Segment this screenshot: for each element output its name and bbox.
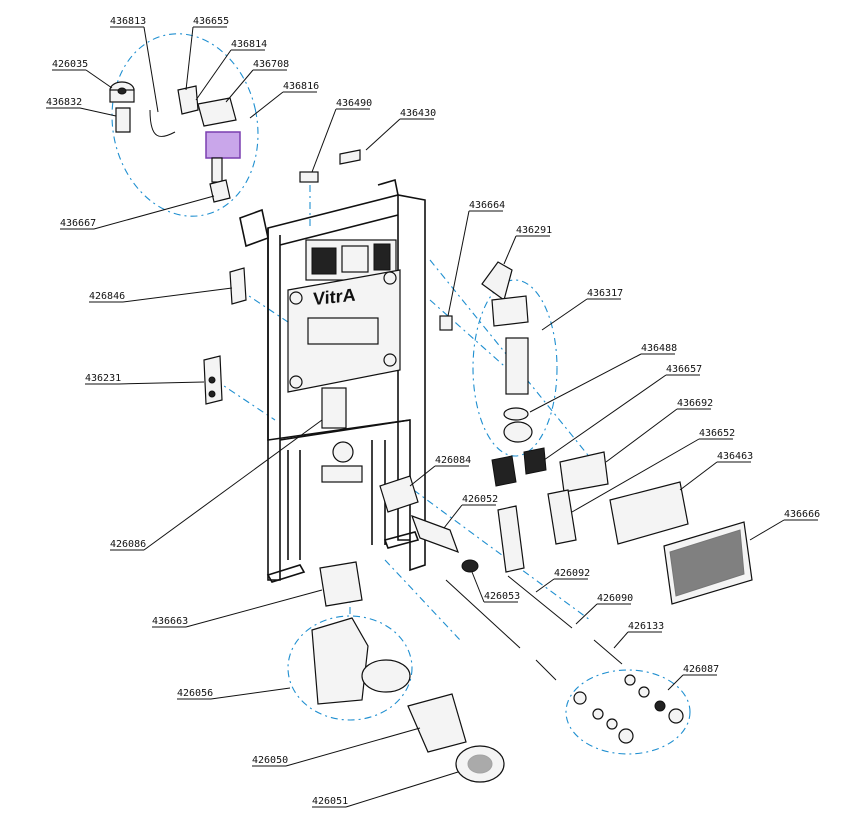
label-436816: 436816	[283, 81, 319, 92]
side-fittings	[203, 267, 247, 405]
label-426846: 426846	[89, 291, 125, 302]
part-labels: 436813 436655 436814 426035 436708 43683…	[46, 16, 820, 808]
label-436291: 436291	[516, 225, 552, 236]
label-426092: 426092	[554, 568, 590, 579]
label-436664: 436664	[469, 200, 505, 211]
label-436463: 436463	[717, 451, 753, 462]
label-436666: 436666	[784, 509, 820, 520]
label-426086: 426086	[110, 539, 146, 550]
label-436832: 436832	[46, 97, 82, 108]
label-436814: 436814	[231, 39, 267, 50]
label-436663: 436663	[152, 616, 188, 627]
label-436813: 436813	[110, 16, 146, 27]
label-436317: 436317	[587, 288, 623, 299]
label-436488: 436488	[641, 343, 677, 354]
label-426051: 426051	[312, 796, 348, 807]
label-426035: 426035	[52, 59, 88, 70]
label-436490: 436490	[336, 98, 372, 109]
label-436652: 436652	[699, 428, 735, 439]
label-426084: 426084	[435, 455, 471, 466]
brand-mark-text: VitrA	[313, 285, 356, 309]
dashed-guides	[111, 33, 691, 755]
label-436708: 436708	[253, 59, 289, 70]
label-426050: 426050	[252, 755, 288, 766]
drain-components	[311, 475, 623, 783]
label-436692: 436692	[677, 398, 713, 409]
label-436430: 436430	[400, 108, 436, 119]
label-426053: 426053	[484, 591, 520, 602]
wall-frame: VitrA	[239, 178, 426, 583]
bolt-kit	[573, 674, 684, 744]
fill-valve-assembly	[109, 81, 241, 203]
label-426056: 426056	[177, 688, 213, 699]
flush-valve-assembly	[299, 149, 533, 443]
label-426133: 426133	[628, 621, 664, 632]
label-426087: 426087	[683, 664, 719, 675]
actuator-plates	[491, 447, 753, 605]
vitra-logo: VitrA	[307, 285, 379, 345]
label-436231: 436231	[85, 373, 121, 384]
label-426090: 426090	[597, 593, 633, 604]
label-436655: 436655	[193, 16, 229, 27]
label-426052: 426052	[462, 494, 498, 505]
label-436667: 436667	[60, 218, 96, 229]
label-436657: 436657	[666, 364, 702, 375]
